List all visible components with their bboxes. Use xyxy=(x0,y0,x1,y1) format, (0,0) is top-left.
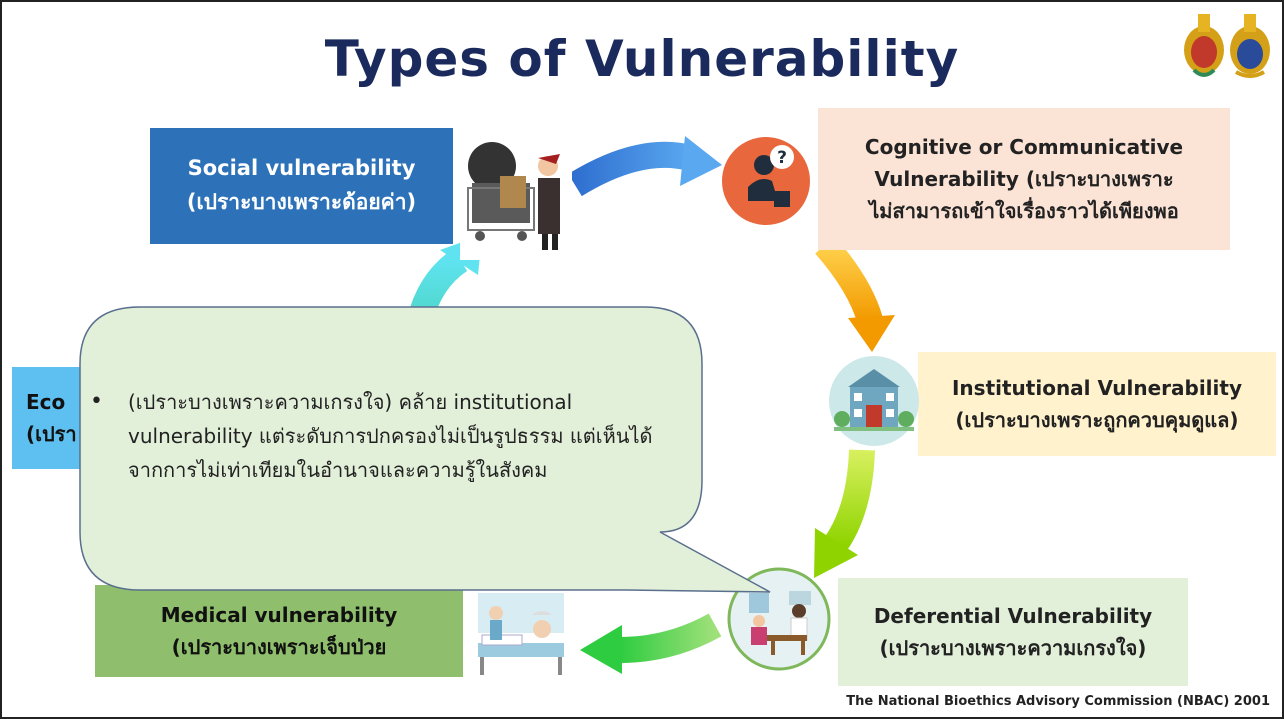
deferential-vulnerability-box: Deferential Vulnerability (เปราะบางเพราะ… xyxy=(838,578,1188,686)
cognitive-line-3: ไม่สามารถเข้าใจเรื่องราวได้เพียงพอ xyxy=(869,199,1179,223)
emblems-icon xyxy=(1184,14,1270,78)
svg-text:?: ? xyxy=(777,148,787,168)
callout-bullet: • xyxy=(90,389,103,414)
social-vulnerability-box: Social vulnerability (เปราะบางเพราะด้อยค… xyxy=(150,128,453,244)
economic-subtitle-partial: (เปรา xyxy=(26,422,77,446)
institutional-title: Institutional Vulnerability xyxy=(951,376,1242,400)
emblem-left-icon xyxy=(1184,14,1224,77)
citation-footer: The National Bioethics Advisory Commissi… xyxy=(846,694,1270,709)
hospital-bed-illustration xyxy=(472,585,572,685)
callout-text-block: • (เปราะบางเพราะความเกรงใจ) คล้าย instit… xyxy=(90,385,670,487)
deferential-title: Deferential Vulnerability xyxy=(873,604,1153,628)
cognitive-line-2: Vulnerability (เปราะบางเพราะ xyxy=(874,167,1174,191)
economic-title-partial: Eco xyxy=(26,390,66,414)
arrow-institutional-to-deferential xyxy=(814,449,875,578)
callout-body: (เปราะบางเพราะความเกรงใจ) คล้าย institut… xyxy=(128,390,653,482)
arrow-social-to-cognitive xyxy=(568,136,722,197)
confused-person-icon: ? xyxy=(722,137,810,225)
institution-building-icon xyxy=(829,356,919,446)
arrow-deferential-to-medical xyxy=(580,613,722,674)
cognitive-vulnerability-box: Cognitive or Communicative Vulnerability… xyxy=(818,108,1230,250)
emblem-right-icon xyxy=(1230,14,1270,78)
arrow-cognitive-to-institutional xyxy=(815,236,895,352)
medical-subtitle: (เปราะบางเพราะเจ็บป่วย xyxy=(171,635,387,659)
social-title: Social vulnerability xyxy=(187,156,416,181)
medical-title: Medical vulnerability xyxy=(160,603,398,627)
deferential-subtitle: (เปราะบางเพราะความเกรงใจ) xyxy=(879,636,1147,660)
institutional-subtitle: (เปราะบางเพราะถูกควบคุมดูแล) xyxy=(955,408,1239,432)
slide-title: Types of Vulnerability xyxy=(324,30,960,88)
institutional-vulnerability-box: Institutional Vulnerability (เปราะบางเพร… xyxy=(918,352,1276,456)
social-subtitle: (เปราะบางเพราะด้อยค่า) xyxy=(186,190,417,214)
doctor-office-illustration xyxy=(727,567,831,671)
shopping-cart-illustration xyxy=(460,128,572,260)
cognitive-line-1: Cognitive or Communicative xyxy=(864,135,1184,159)
medical-vulnerability-box: Medical vulnerability (เปราะบางเพราะเจ็บ… xyxy=(95,585,463,677)
